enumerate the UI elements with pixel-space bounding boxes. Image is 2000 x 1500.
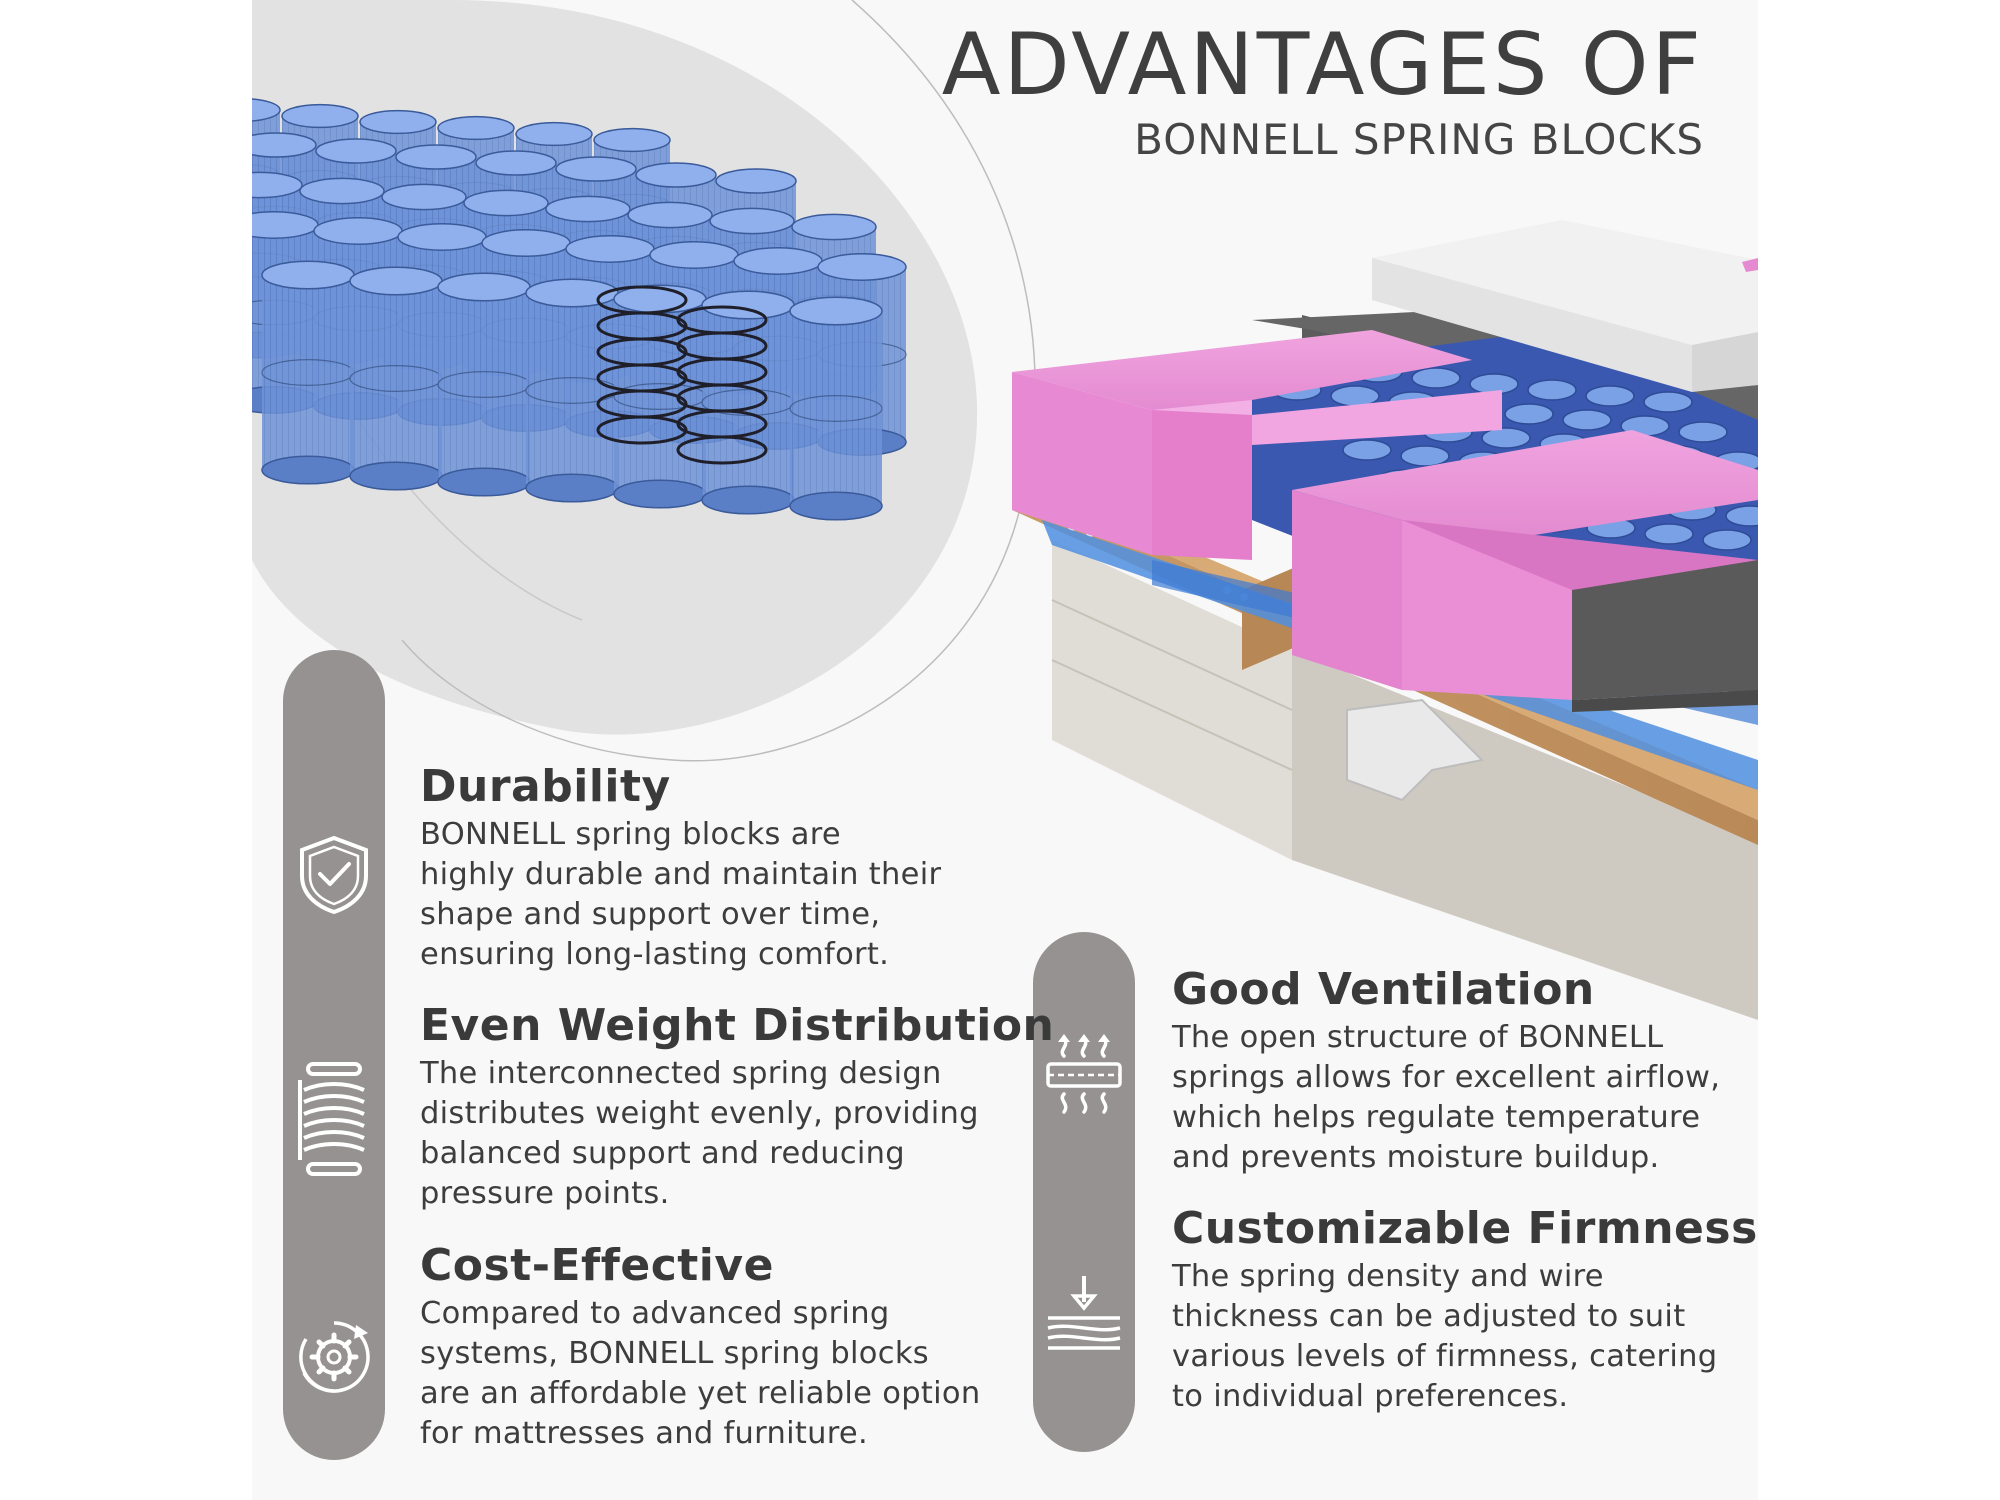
feature-title: Cost-Effective xyxy=(420,1240,774,1291)
compression-layers-icon xyxy=(1047,1276,1121,1350)
grid-spring-top xyxy=(1702,529,1752,551)
grid-spring-top xyxy=(1562,409,1612,431)
airflow-icon xyxy=(1046,1034,1122,1114)
feature-description: Compared to advanced spring systems, BON… xyxy=(420,1296,981,1452)
spring-pocket xyxy=(613,284,707,509)
grid-spring-top xyxy=(1411,367,1461,389)
grid-spring-top xyxy=(1504,403,1554,425)
coil-spring-icon xyxy=(298,1062,365,1176)
spring-pocket xyxy=(701,290,795,515)
pocket-spring-closeup xyxy=(252,98,907,521)
shield-check-icon xyxy=(300,835,368,915)
feature-title: Even Weight Distribution xyxy=(420,1000,1055,1051)
feature-title: Durability xyxy=(420,761,671,812)
feature-even-weight-distribution: Even Weight Distribution The interconnec… xyxy=(420,1000,1055,1214)
spring-pocket xyxy=(349,266,443,491)
feature-cost-effective: Cost-Effective Compared to advanced spri… xyxy=(420,1240,1020,1454)
grid-spring-top xyxy=(1643,391,1693,413)
grid-spring-top xyxy=(1725,505,1758,527)
grid-spring-top xyxy=(1330,385,1380,407)
feature-good-ventilation: Good Ventilation The open structure of B… xyxy=(1172,964,1758,1178)
exposed-coil xyxy=(676,305,768,465)
spring-pocket xyxy=(437,272,531,497)
grid-spring-top xyxy=(1678,421,1728,443)
illustration-layer xyxy=(252,0,1758,1020)
feature-description: BONNELL spring blocks are highly durable… xyxy=(420,817,942,973)
grid-spring-top xyxy=(1644,523,1694,545)
feature-customizable-firmness: Customizable Firmness The spring density… xyxy=(1172,1203,1758,1417)
gear-cycle-icon xyxy=(299,1321,370,1393)
decorative-arc-outer xyxy=(401,0,1036,762)
left-icon-pill xyxy=(283,650,385,1460)
grid-spring-top xyxy=(1400,445,1450,467)
spring-pocket xyxy=(525,278,619,503)
grid-spring-top xyxy=(1481,427,1531,449)
feature-description: The interconnected spring design distrib… xyxy=(420,1056,979,1212)
grid-spring-top xyxy=(1585,385,1635,407)
feature-durability: Durability BONNELL spring blocks are hig… xyxy=(420,761,1020,975)
grid-spring-top xyxy=(1527,379,1577,401)
feature-description: The spring density and wire thickness ca… xyxy=(1172,1259,1718,1415)
infographic-card: ADVANTAGES OF BONNELL SPRING BLOCKS xyxy=(252,0,1758,1500)
grid-spring-top xyxy=(1342,439,1392,461)
spring-pocket xyxy=(261,260,355,485)
page-subtitle: BONNELL SPRING BLOCKS xyxy=(1134,115,1704,164)
feature-title: Customizable Firmness xyxy=(1172,1203,1758,1254)
page-title: ADVANTAGES OF xyxy=(941,15,1704,115)
exposed-coil xyxy=(596,285,688,445)
feature-title: Good Ventilation xyxy=(1172,964,1595,1015)
spring-pocket xyxy=(789,296,883,521)
right-icon-pill xyxy=(1033,932,1135,1452)
mattress-cutaway xyxy=(1012,220,1758,1020)
feature-description: The open structure of BONNELL springs al… xyxy=(1172,1020,1721,1176)
